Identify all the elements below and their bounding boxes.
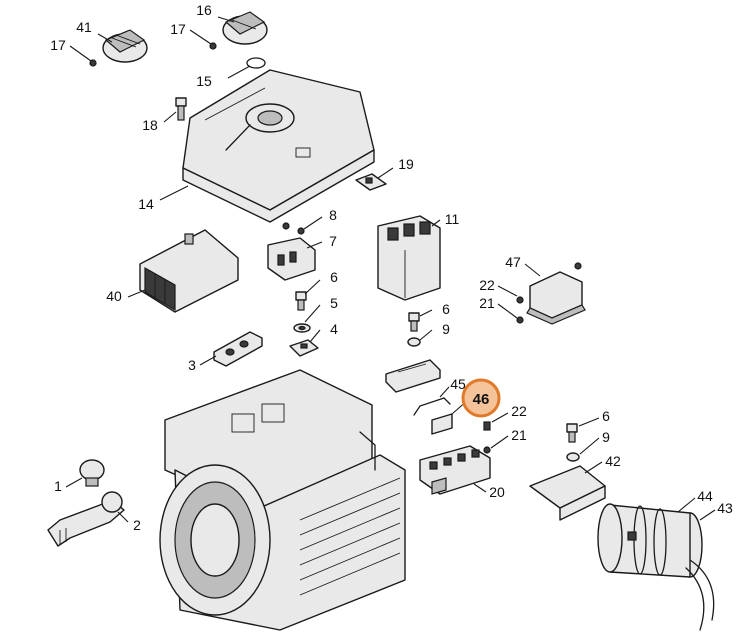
highlight-marker-46[interactable]: 46: [461, 378, 501, 418]
capacitor-part-43: [597, 503, 715, 631]
label-4: 4: [330, 321, 338, 337]
screw-part-8: [282, 222, 305, 235]
label-7: 7: [329, 233, 337, 249]
nut-part-4: [289, 339, 319, 357]
label-47: 47: [505, 254, 521, 270]
label-18: 18: [142, 117, 158, 133]
washer-part-21b: [483, 446, 491, 454]
washer-part-21a: [516, 316, 524, 324]
plug-part-1: [79, 459, 105, 487]
label-1: 1: [54, 478, 62, 494]
clip-part-46: [431, 413, 453, 435]
washer-part-5: [293, 323, 311, 333]
label-22b: 22: [511, 403, 527, 419]
label-6a: 6: [330, 269, 338, 285]
o-ring-part-15: [246, 57, 266, 69]
cover-part-14: [182, 69, 375, 223]
switch-part-40: [139, 229, 239, 313]
contactor-part-11: [377, 215, 441, 301]
label-43: 43: [717, 500, 733, 516]
label-17a: 17: [50, 37, 66, 53]
label-41: 41: [76, 19, 92, 35]
bracket-part-42: [529, 465, 606, 521]
label-14: 14: [138, 196, 154, 212]
label-8: 8: [329, 207, 337, 223]
label-5: 5: [330, 295, 338, 311]
label-42: 42: [605, 453, 621, 469]
part-labels: 41 17 16 17 15 18 14 19 8 7 11 40 6 5 4 …: [50, 2, 733, 533]
label-2: 2: [133, 517, 141, 533]
fitting-part-2: [47, 491, 125, 547]
label-21b: 21: [511, 427, 527, 443]
leader-lines: [65, 16, 716, 523]
label-19: 19: [398, 156, 414, 172]
washer-part-9a: [407, 337, 421, 347]
label-15: 15: [196, 73, 212, 89]
label-17b: 17: [170, 21, 186, 37]
label-22a: 22: [479, 277, 495, 293]
washer-part-9b: [566, 452, 580, 462]
clamp-part-44: [627, 505, 667, 576]
screw-part-6c: [566, 423, 578, 443]
label-21a: 21: [479, 295, 495, 311]
screw-part-22b: [483, 421, 491, 431]
screw-part-17b: [209, 42, 217, 50]
screw-part-6b: [408, 312, 420, 332]
label-9b: 9: [602, 429, 610, 445]
label-3: 3: [188, 357, 196, 373]
cap-part-41: [102, 29, 148, 63]
bracket-part: [385, 359, 441, 393]
label-40: 40: [106, 288, 122, 304]
clip-part-19: [355, 173, 387, 191]
label-6b: 6: [442, 301, 450, 317]
cap-part-16: [222, 11, 268, 45]
terminal-part-7: [267, 237, 316, 281]
screw-part-6a: [295, 291, 307, 311]
label-6c: 6: [602, 408, 610, 424]
screw-part-17a: [89, 59, 97, 67]
motor-housing: [159, 369, 406, 631]
label-20: 20: [489, 484, 505, 500]
capacitor-part-47: [526, 262, 586, 325]
label-45: 45: [450, 376, 466, 392]
gasket-part-3: [213, 331, 263, 367]
label-44: 44: [697, 488, 713, 504]
label-11: 11: [445, 211, 460, 227]
screw-part-22a: [516, 296, 524, 304]
label-16: 16: [196, 2, 212, 18]
screw-part-18: [175, 97, 187, 121]
terminal-block-part-20: [419, 445, 491, 495]
highlight-label: 46: [473, 391, 490, 408]
label-9a: 9: [442, 321, 450, 337]
clip-part-45: [413, 397, 451, 416]
